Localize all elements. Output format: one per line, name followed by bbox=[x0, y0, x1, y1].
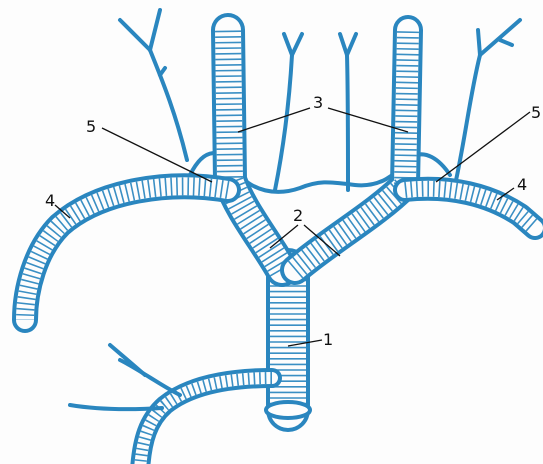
left-branch-vessel bbox=[228, 30, 282, 270]
left-arch-vessel bbox=[25, 186, 228, 320]
right-arch-vessel bbox=[405, 189, 535, 228]
label-3: 3 bbox=[313, 93, 323, 112]
ringed-vessels bbox=[25, 30, 535, 464]
right-branch-vessel bbox=[295, 30, 408, 270]
central-trunk bbox=[266, 270, 310, 418]
lower-left-vessel bbox=[140, 378, 272, 464]
label-5-right: 5 bbox=[531, 103, 541, 122]
label-4-left: 4 bbox=[45, 191, 55, 210]
label-2: 2 bbox=[293, 206, 303, 225]
label-4-right: 4 bbox=[517, 175, 527, 194]
label-1: 1 bbox=[323, 330, 333, 349]
label-5-left: 5 bbox=[86, 117, 96, 136]
